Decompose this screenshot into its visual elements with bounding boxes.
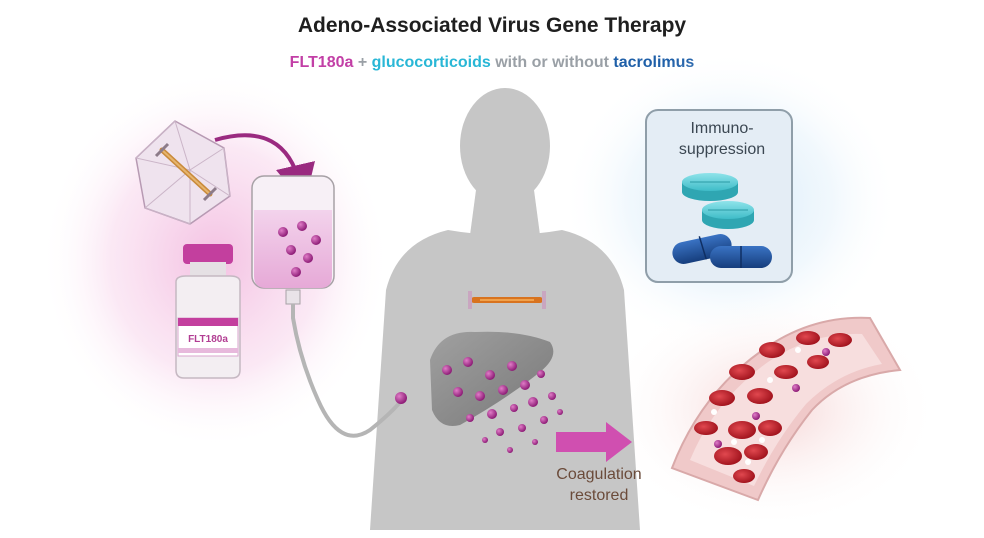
subtitle-plus: +	[353, 54, 372, 71]
immunosuppression-line2: suppression	[678, 141, 766, 158]
aav-capsid-icon	[134, 120, 231, 225]
iv-bag-icon	[251, 175, 335, 305]
immunosuppression-label: Immuno- suppression	[652, 118, 792, 160]
arrow-icon	[214, 133, 315, 205]
vial-label: FLT180a	[188, 334, 228, 345]
coagulation-line1: Coagulation	[556, 466, 642, 483]
coagulation-label: Coagulation restored	[534, 464, 664, 506]
virion-particle	[395, 392, 407, 404]
immunosuppression-line1: Immuno-	[690, 120, 754, 137]
pill-icon	[682, 173, 738, 201]
subtitle-middle: with or without	[490, 54, 614, 71]
pill-icon	[702, 201, 754, 229]
subtitle-drug: FLT180a	[289, 54, 354, 71]
vial-icon	[175, 244, 241, 379]
subtitle: FLT180a + glucocorticoids with or withou…	[0, 54, 984, 72]
blood-vessel-icon	[670, 316, 902, 502]
virion-cloud	[442, 357, 563, 453]
page-title: Adeno-Associated Virus Gene Therapy	[297, 14, 687, 37]
iv-tube	[291, 304, 407, 438]
capsule-icon	[710, 246, 772, 268]
arrow-icon	[556, 422, 632, 462]
transgene-cassette-icon	[468, 291, 546, 309]
coagulation-line2: restored	[569, 487, 629, 504]
subtitle-steroid: glucocorticoids	[371, 54, 491, 71]
